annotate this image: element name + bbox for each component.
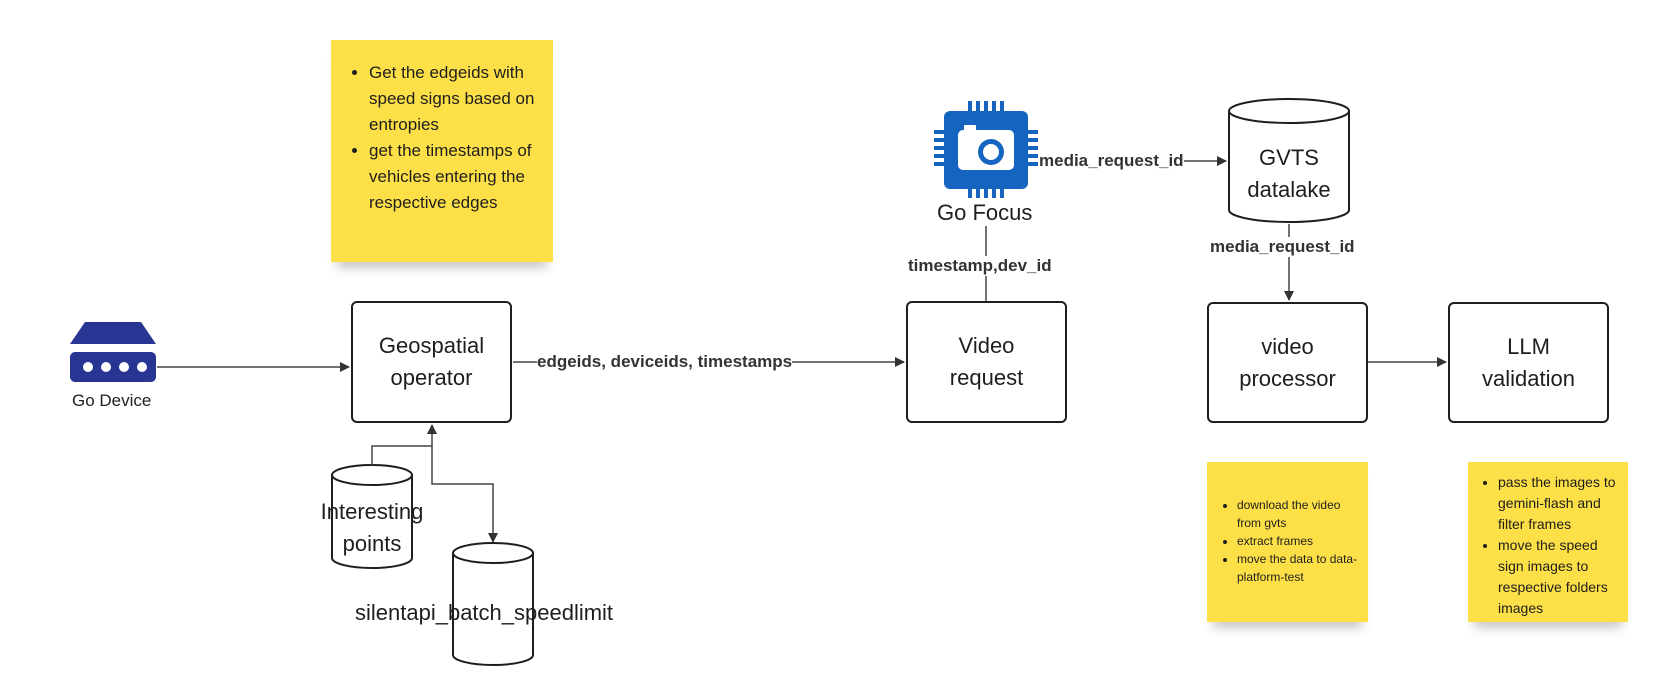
edge-label-geo-to-video: edgeids, deviceids, timestamps bbox=[537, 352, 793, 372]
silentapi-label: silentapi_batch_speedlimit bbox=[355, 600, 614, 625]
list-item: extract frames bbox=[1237, 532, 1360, 550]
llm-validation-box[interactable]: LLM validation bbox=[1448, 302, 1609, 423]
connector-points-to-geospatial bbox=[371, 424, 437, 465]
geospatial-operator-label: Geospatial operator bbox=[378, 333, 485, 390]
list-item: download the video from gvts bbox=[1237, 496, 1360, 532]
processor-sticky-note[interactable]: download the video from gvts extract fra… bbox=[1207, 462, 1368, 622]
llm-sticky-note[interactable]: pass the images to gemini-flash and filt… bbox=[1468, 462, 1628, 622]
geospatial-note-list: Get the edgeids with speed signs based o… bbox=[335, 60, 539, 216]
list-item: Get the edgeids with speed signs based o… bbox=[369, 60, 539, 138]
video-request-label: Video request bbox=[949, 333, 1024, 390]
video-processor-box[interactable]: video processor bbox=[1207, 302, 1368, 423]
llm-note-list: pass the images to gemini-flash and filt… bbox=[1468, 472, 1620, 619]
geospatial-sticky-note[interactable]: Get the edgeids with speed signs based o… bbox=[331, 40, 553, 262]
list-item: move the speed sign images to respective… bbox=[1498, 535, 1620, 619]
interesting-points-cylinder[interactable] bbox=[331, 464, 413, 569]
processor-note-list: download the video from gvts extract fra… bbox=[1207, 496, 1360, 586]
gvts-datalake-cylinder[interactable] bbox=[1228, 98, 1350, 223]
list-item: pass the images to gemini-flash and filt… bbox=[1498, 472, 1620, 535]
silentapi-cylinder[interactable] bbox=[452, 542, 534, 666]
edge-label-focus-to-gvts: media_request_id bbox=[1039, 151, 1184, 171]
go-focus-label: Go Focus bbox=[937, 200, 1033, 225]
go-focus-camera-icon[interactable] bbox=[934, 101, 1038, 198]
interesting-points-label: Interesting points bbox=[320, 499, 424, 556]
llm-validation-label: LLM validation bbox=[1482, 333, 1575, 391]
video-processor-label: video processor bbox=[1239, 333, 1336, 391]
go-device-label: Go Device bbox=[72, 391, 152, 410]
go-device-icon[interactable] bbox=[70, 322, 156, 382]
video-request-box[interactable]: Video request bbox=[906, 301, 1067, 423]
geospatial-operator-box[interactable]: Geospatial operator bbox=[351, 301, 512, 423]
list-item: move the data to data-platform-test bbox=[1237, 550, 1360, 586]
gvts-datalake-label: GVTS datalake bbox=[1247, 145, 1331, 202]
list-item: get the timestamps of vehicles entering … bbox=[369, 138, 539, 216]
edge-label-gvts-to-processor: media_request_id bbox=[1210, 237, 1355, 257]
connector-geospatial-to-silentapi bbox=[431, 446, 498, 543]
edge-label-focus-to-request: timestamp,dev_id bbox=[908, 256, 1052, 276]
